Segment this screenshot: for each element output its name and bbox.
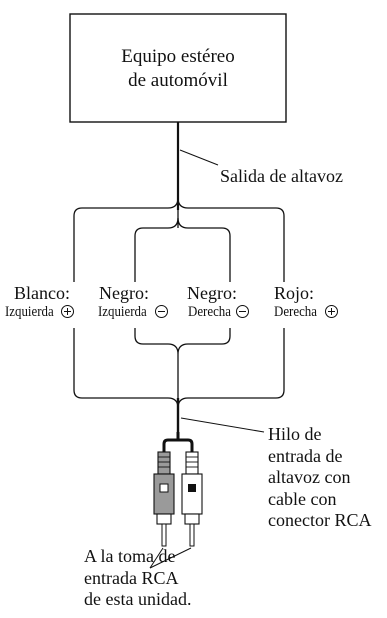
rca-plug-right	[181, 451, 203, 547]
wire-side-white: Izquierda	[5, 304, 54, 320]
rca-cable-label-line: cable con	[268, 488, 337, 509]
wire-side-black-right: Derecha	[188, 304, 231, 320]
rca-cable-label-line: conector RCA	[268, 510, 372, 530]
rca-jack-leader-left	[149, 547, 164, 569]
inner-wire-pair-lower	[134, 328, 231, 355]
rca-cable-leader	[180, 417, 265, 433]
wire-color-black-right: Negro:	[187, 283, 237, 303]
rca-plug-left	[153, 451, 175, 547]
plus-polarity-icon	[61, 305, 74, 318]
outer-wire-pair	[73, 197, 285, 282]
rca-jack-label-line: A la toma de	[84, 546, 176, 566]
minus-polarity-icon	[155, 305, 168, 318]
car-stereo-box	[69, 13, 287, 123]
rca-jack-label-line: de esta unidad.	[84, 589, 192, 609]
rca-jack-label-line: entrada RCA	[84, 567, 179, 588]
wire-side-red: Derecha	[274, 304, 317, 320]
car-stereo-label-line2: de automóvil	[128, 70, 228, 91]
rca-jack-label: A la toma de entrada RCA de esta unidad.	[84, 546, 191, 611]
minus-polarity-icon	[236, 305, 249, 318]
outer-wire-pair-lower	[73, 328, 285, 409]
rca-cable-label-line: entrada de	[268, 445, 343, 466]
wire-color-black-left: Negro:	[99, 283, 149, 303]
rca-cable-label: Hilo de entrada de altavoz con cable con…	[268, 424, 371, 532]
car-stereo-label-line1: Equipo estéreo	[121, 46, 235, 67]
inner-wire-pair	[134, 217, 231, 282]
rca-split	[162, 432, 194, 452]
car-stereo-label: Equipo estéreo de automóvil	[70, 45, 286, 93]
wire-side-black-left: Izquierda	[98, 304, 147, 320]
plus-polarity-icon	[325, 305, 338, 318]
rca-cable-label-line: altavoz con	[268, 467, 351, 487]
wire-color-white: Blanco:	[14, 283, 70, 303]
wire-color-red: Rojo:	[274, 283, 315, 303]
speaker-output-label: Salida de altavoz	[220, 166, 343, 186]
speaker-output-leader	[179, 149, 219, 166]
rca-jack-leader-right	[149, 547, 192, 569]
rca-cable-label-line: Hilo de	[268, 424, 322, 444]
